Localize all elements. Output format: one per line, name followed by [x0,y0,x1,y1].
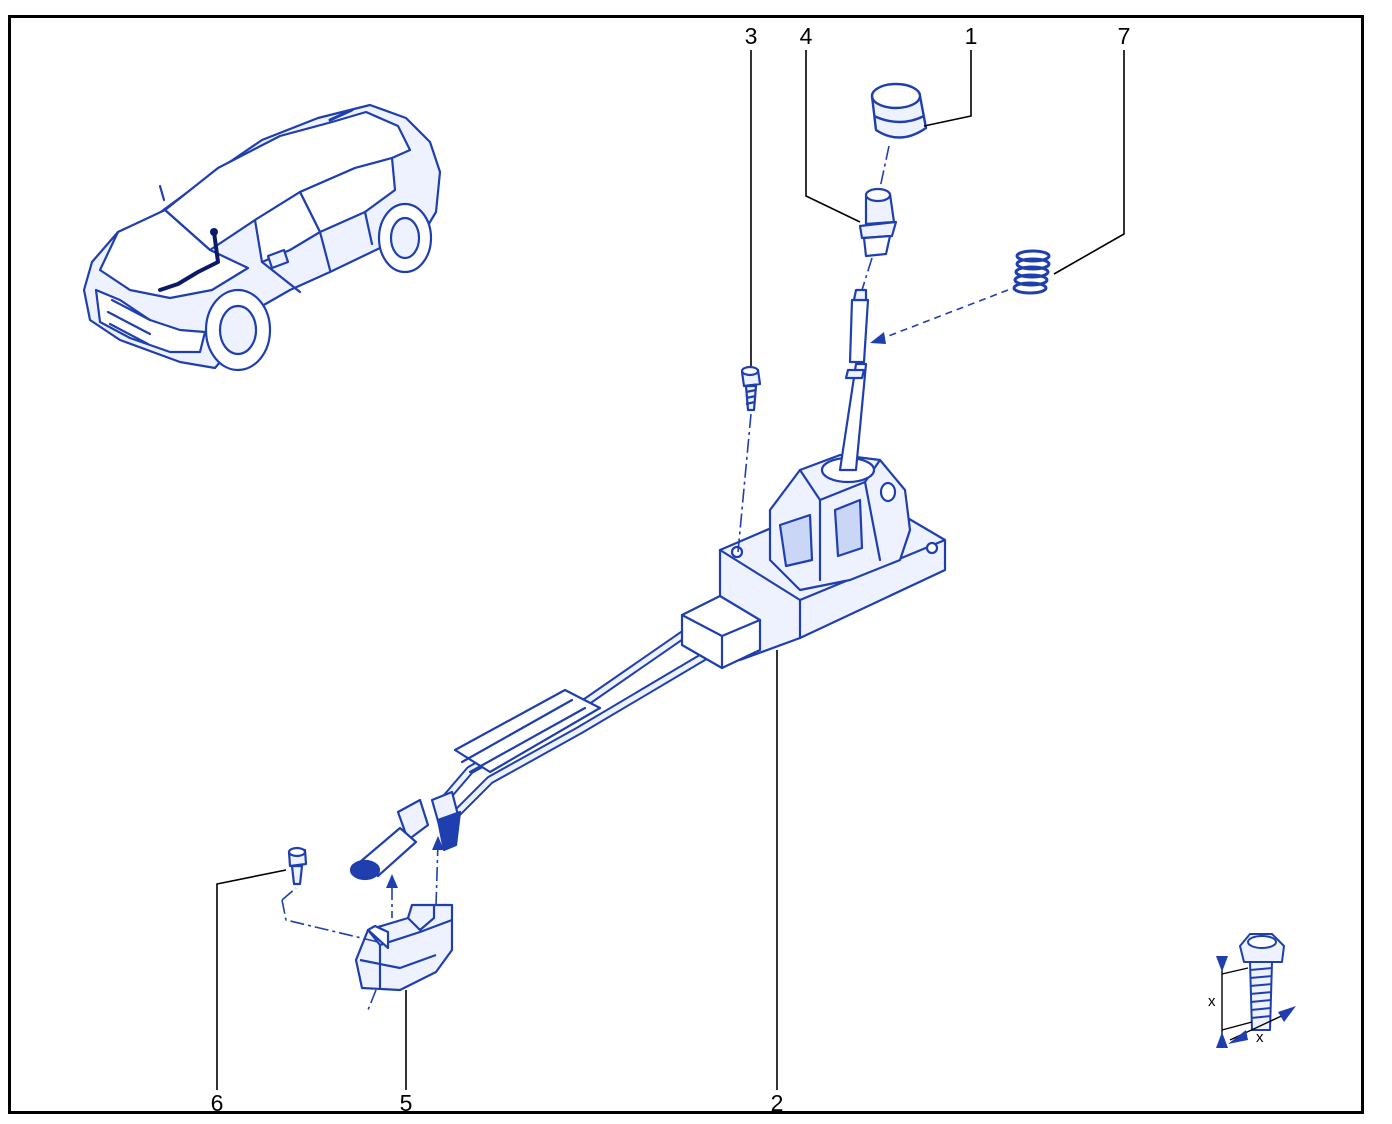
spring-guide-arrow [870,289,1009,344]
gear-knob [870,82,928,139]
assembly-guide-lines [281,145,890,1011]
callout-numbers: 1 2 3 4 5 6 7 [211,23,1131,1116]
callout-5: 5 [400,1090,413,1116]
callout-3: 3 [745,23,758,49]
callout-1: 1 [965,23,978,49]
vehicle-location-icon [82,103,442,372]
gear-lever-housing-and-cables [349,288,947,881]
callout-4: 4 [800,23,813,49]
assembly-arrows [386,836,444,888]
callout-2: 2 [771,1090,784,1116]
dimension-x-vertical: x [1208,993,1216,1010]
callout-6: 6 [211,1090,224,1116]
bolt-dimension-icon: x x [1208,933,1296,1048]
callout-7: 7 [1118,23,1131,49]
lever-bushing [858,187,898,258]
leader-lines [216,50,1125,1090]
dimension-x-horizontal: x [1256,1029,1264,1046]
cable-bracket [354,903,454,992]
bracket-bolt [287,846,308,886]
housing-bolt [740,365,762,412]
spring [1012,249,1051,295]
